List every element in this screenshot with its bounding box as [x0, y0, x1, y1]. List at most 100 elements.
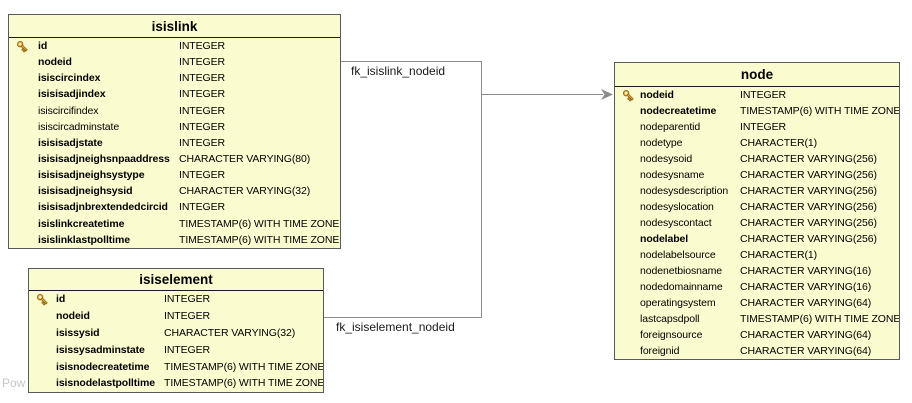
key-cell: [29, 293, 56, 306]
column-type: INTEGER: [179, 201, 225, 214]
column-type: CHARACTER VARYING(80): [179, 153, 311, 166]
column-type: CHARACTER VARYING(256): [740, 185, 877, 197]
column-type: CHARACTER VARYING(256): [740, 169, 877, 181]
relation-segment-isiselement-out: [324, 317, 482, 318]
column-type: CHARACTER VARYING(32): [164, 326, 296, 339]
table-row: isisisadjneighsystype INTEGER: [9, 167, 340, 183]
table-row: isisnodecreatetime TIMESTAMP(6) WITH TIME…: [29, 358, 323, 375]
column-name: nodelabel: [640, 233, 689, 245]
watermark: Pow: [2, 376, 26, 390]
relation-segment-isislink-out: [341, 61, 482, 62]
column-name: isisnodecreatetime: [56, 360, 150, 373]
column-type: INTEGER: [179, 169, 225, 182]
column-name: nodelabelsource: [640, 249, 716, 261]
key-cell: [9, 40, 38, 53]
column-name: isislinkcreatetime: [38, 217, 125, 230]
column-type: CHARACTER VARYING(64): [740, 297, 872, 309]
column-name: isisisadjnbrextendedcircid: [38, 201, 168, 214]
column-name: nodedomainname: [640, 281, 723, 293]
column-type: CHARACTER VARYING(16): [740, 265, 872, 277]
column-name: nodesysoid: [640, 153, 693, 165]
column-type: INTEGER: [179, 88, 225, 101]
table-row: nodesyscontact CHARACTER VARYING(256): [615, 215, 899, 231]
table-row: isisisadjnbrextendedcircid INTEGER: [9, 199, 340, 215]
relation-segment-into-node: [482, 94, 603, 95]
column-type: TIMESTAMP(6) WITH TIME ZONE: [740, 313, 899, 325]
table-row: nodetype CHARACTER(1): [615, 135, 899, 151]
key-icon: [37, 293, 48, 306]
relation-label-isiselement: fk_isiselement_nodeid: [336, 320, 455, 334]
table-row: isislinkcreatetime TIMESTAMP(6) WITH TIME…: [9, 216, 340, 232]
column-name: isisisadjneighsnpaaddress: [38, 153, 170, 166]
column-name: nodesysdescription: [640, 185, 729, 197]
column-name: lastcapsdpoll: [640, 313, 700, 325]
column-name: isislinklastpolltime: [38, 233, 130, 246]
column-name: id: [56, 293, 66, 306]
column-name: isisisadjneighsystype: [38, 169, 145, 182]
column-name: isisisadjneighsysid: [38, 185, 133, 198]
column-type: INTEGER: [740, 121, 786, 133]
column-type: INTEGER: [164, 293, 210, 306]
column-type: CHARACTER(1): [740, 137, 817, 149]
column-name: isissysid: [56, 326, 100, 339]
relation-segment-vertical: [481, 61, 482, 318]
column-name: nodetype: [640, 137, 683, 149]
table-row: lastcapsdpoll TIMESTAMP(6) WITH TIME ZONE: [615, 311, 899, 327]
column-type: CHARACTER VARYING(64): [740, 345, 872, 357]
table-row: isiscircadminstate INTEGER: [9, 119, 340, 135]
table-row: isisisadjneighsysid CHARACTER VARYING(32): [9, 183, 340, 199]
table-row: nodedomainname CHARACTER VARYING(16): [615, 279, 899, 295]
column-type: TIMESTAMP(6) WITH TIME ZONE: [164, 377, 323, 390]
column-type: TIMESTAMP(6) WITH TIME ZONE: [164, 360, 323, 373]
key-icon: [17, 40, 28, 53]
column-name: id: [38, 40, 48, 53]
column-name: isiscircadminstate: [38, 120, 120, 133]
table-row: nodesysdescription CHARACTER VARYING(256): [615, 183, 899, 199]
table-title-node: node: [615, 63, 899, 87]
table-title-isislink: isislink: [9, 15, 340, 38]
key-icon: [623, 89, 634, 102]
column-type: CHARACTER VARYING(256): [740, 153, 877, 165]
column-name: nodeparentid: [640, 121, 701, 133]
column-type: INTEGER: [164, 343, 210, 356]
column-type: CHARACTER VARYING(16): [740, 281, 872, 293]
table-row: nodeparentid INTEGER: [615, 119, 899, 135]
table-row: isissysadminstate INTEGER: [29, 341, 323, 358]
table-row: isisisadjindex INTEGER: [9, 86, 340, 102]
key-cell: [615, 89, 640, 102]
table-title-isiselement: isiselement: [29, 269, 323, 291]
column-name: nodeid: [38, 56, 72, 69]
column-name: operatingsystem: [640, 297, 716, 309]
column-name: nodesysname: [640, 169, 705, 181]
column-name: isisnodelastpolltime: [56, 377, 155, 390]
column-type: CHARACTER(1): [740, 249, 817, 261]
table-row: id INTEGER: [29, 291, 323, 308]
column-type: TIMESTAMP(6) WITH TIME ZONE: [179, 217, 340, 230]
column-name: isissysadminstate: [56, 343, 145, 356]
column-name: nodesyscontact: [640, 217, 712, 229]
column-name: isiscircindex: [38, 72, 101, 85]
column-type: TIMESTAMP(6) WITH TIME ZONE: [179, 233, 340, 246]
column-name: isisisadjindex: [38, 88, 106, 101]
table-row: nodesysname CHARACTER VARYING(256): [615, 167, 899, 183]
column-type: CHARACTER VARYING(32): [179, 185, 311, 198]
table-row: isisisadjneighsnpaaddress CHARACTER VARYI…: [9, 151, 340, 167]
column-type: INTEGER: [179, 120, 225, 133]
column-type: CHARACTER VARYING(256): [740, 217, 877, 229]
column-type: INTEGER: [179, 136, 225, 149]
